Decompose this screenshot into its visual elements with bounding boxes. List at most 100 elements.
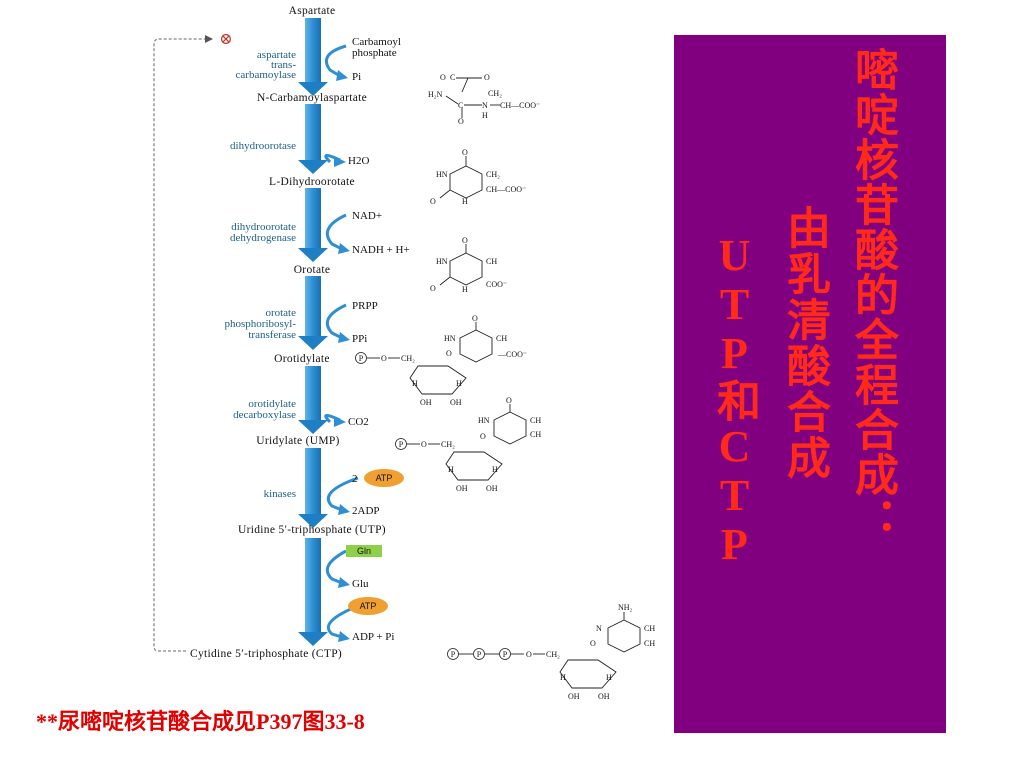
svg-text:O: O <box>526 650 532 659</box>
svg-text:CH: CH <box>530 416 541 425</box>
svg-text:N: N <box>596 624 602 633</box>
svg-text:HN: HN <box>436 170 448 179</box>
svg-text:NH₂: NH₂ <box>618 603 633 612</box>
svg-text:O: O <box>440 73 446 82</box>
input-phosphate: phosphate <box>352 47 397 59</box>
output-h2o: H2O <box>348 155 369 167</box>
structure-ctp: NH₂ N CH CH O OH OH H H <box>559 603 655 701</box>
enzyme-od-line1: orotidylate <box>248 398 296 410</box>
enzyme-aspartate-transcarbamoylase-line1: aspartate <box>257 49 296 61</box>
structure-orotidylate: O HN CH —COO⁻ O OH OH H H <box>409 314 527 407</box>
arrow-segment <box>305 104 321 162</box>
side-arrow-heads <box>334 70 350 642</box>
svg-text:O: O <box>458 117 464 126</box>
title-line-1: 嘧啶核苷酸的全程合成： <box>847 47 898 542</box>
arrow-segment <box>305 448 321 516</box>
svg-text:N: N <box>482 101 488 110</box>
svg-text:H: H <box>448 465 454 474</box>
svg-text:H: H <box>560 673 566 682</box>
svg-text:P: P <box>503 650 508 659</box>
title-panel: 嘧啶核苷酸的全程合成： 由乳清酸合成 UTP和CTP <box>674 35 946 733</box>
svg-text:O: O <box>590 639 596 648</box>
arrow-segment <box>305 538 321 634</box>
compound-n-carbamoylaspartate: N-Carbamoylaspartate <box>257 92 367 104</box>
arrow-head <box>298 82 328 96</box>
feedback-dashed-line <box>153 35 213 652</box>
svg-text:C: C <box>450 73 455 82</box>
enzyme-od-line2: decarboxylase <box>233 409 296 421</box>
input-2-label: 2 <box>352 473 358 485</box>
enzyme-dihydroorotate-dehydrogenase-line1: dihydroorotate <box>231 221 296 233</box>
input-prpp: PRPP <box>352 300 378 312</box>
compound-utp: Uridine 5′-triphosphate (UTP) <box>238 524 386 536</box>
svg-text:O: O <box>430 197 436 206</box>
compound-ump: Uridylate (UMP) <box>256 435 339 447</box>
svg-text:COO⁻: COO⁻ <box>486 280 507 289</box>
gln-badge <box>346 545 382 557</box>
compound-orotidylate: Orotidylate <box>274 353 330 365</box>
svg-text:H: H <box>462 197 468 206</box>
arrow-segment <box>305 366 321 422</box>
svg-text:CH: CH <box>644 624 655 633</box>
arrow-segment <box>305 276 321 338</box>
svg-text:O: O <box>462 236 468 245</box>
output-nadh: NADH + H+ <box>352 244 410 256</box>
atp-badge-2-label: ATP <box>360 601 377 611</box>
svg-text:OH: OH <box>420 398 432 407</box>
svg-text:OH: OH <box>486 484 498 493</box>
svg-text:O: O <box>484 73 490 82</box>
arrow-head <box>298 336 328 350</box>
svg-text:CH: CH <box>644 639 655 648</box>
atp-badge <box>364 469 404 487</box>
footnote-reference: **尿嘧啶核苷酸合成见P397图33-8 <box>36 709 365 734</box>
svg-text:CH: CH <box>486 257 497 266</box>
enzyme-oprt-line1: orotate <box>265 307 296 319</box>
svg-text:O: O <box>381 354 387 363</box>
svg-text:—COO⁻: —COO⁻ <box>497 350 527 359</box>
svg-text:H: H <box>492 465 498 474</box>
svg-text:O: O <box>480 432 486 441</box>
svg-text:CH—COO⁻: CH—COO⁻ <box>486 185 526 194</box>
svg-text:O: O <box>506 396 512 405</box>
svg-text:P: P <box>399 440 404 449</box>
input-carbamoyl: Carbamoyl <box>352 36 401 48</box>
svg-text:HN: HN <box>436 257 448 266</box>
enzyme-kinases: kinases <box>264 488 296 500</box>
output-co2: CO2 <box>348 416 369 428</box>
main-arrow-segments <box>298 18 328 646</box>
svg-text:C: C <box>458 101 463 110</box>
svg-text:OH: OH <box>598 692 610 701</box>
gln-badge-label: Gln <box>357 546 371 556</box>
svg-text:P: P <box>477 650 482 659</box>
svg-text:CH—COO⁻: CH—COO⁻ <box>500 101 540 110</box>
svg-text:H: H <box>412 379 418 388</box>
svg-text:O: O <box>472 314 478 323</box>
svg-text:CH: CH <box>530 430 541 439</box>
enzyme-oprt-line3: transferase <box>248 329 296 341</box>
ump-phosphate: P O CH₂ <box>395 438 455 450</box>
enzyme-aspartate-transcarbamoylase-line2: trans- <box>271 59 296 71</box>
orotidylate-phosphate: P O CH₂ <box>355 352 415 364</box>
svg-text:HN: HN <box>478 416 490 425</box>
arrow-head <box>298 420 328 434</box>
compound-ctp: Cytidine 5′-triphosphate (CTP) <box>190 648 342 660</box>
atp-badge-label: ATP <box>376 473 393 483</box>
svg-text:OH: OH <box>456 484 468 493</box>
output-2adp: 2ADP <box>352 505 380 517</box>
enzyme-oprt-line2: phosphoribosyl- <box>225 318 297 330</box>
enzyme-aspartate-transcarbamoylase-line3: carbamoylase <box>236 69 297 81</box>
output-ppi: PPi <box>352 333 367 345</box>
output-adp-pi: ADP + Pi <box>352 631 394 643</box>
arrow-segment <box>305 18 321 84</box>
svg-text:O: O <box>421 440 427 449</box>
ctp-phosphates: P P P O CH₂ <box>447 648 560 660</box>
title-line-3: UTP和CTP <box>710 231 759 569</box>
atp-badge-2 <box>348 597 388 615</box>
enzyme-dihydroorotate-dehydrogenase-line2: dehydrogenase <box>230 232 296 244</box>
arrow-segment <box>305 188 321 250</box>
svg-text:HN: HN <box>444 334 456 343</box>
svg-text:OH: OH <box>450 398 462 407</box>
svg-text:O: O <box>446 349 452 358</box>
